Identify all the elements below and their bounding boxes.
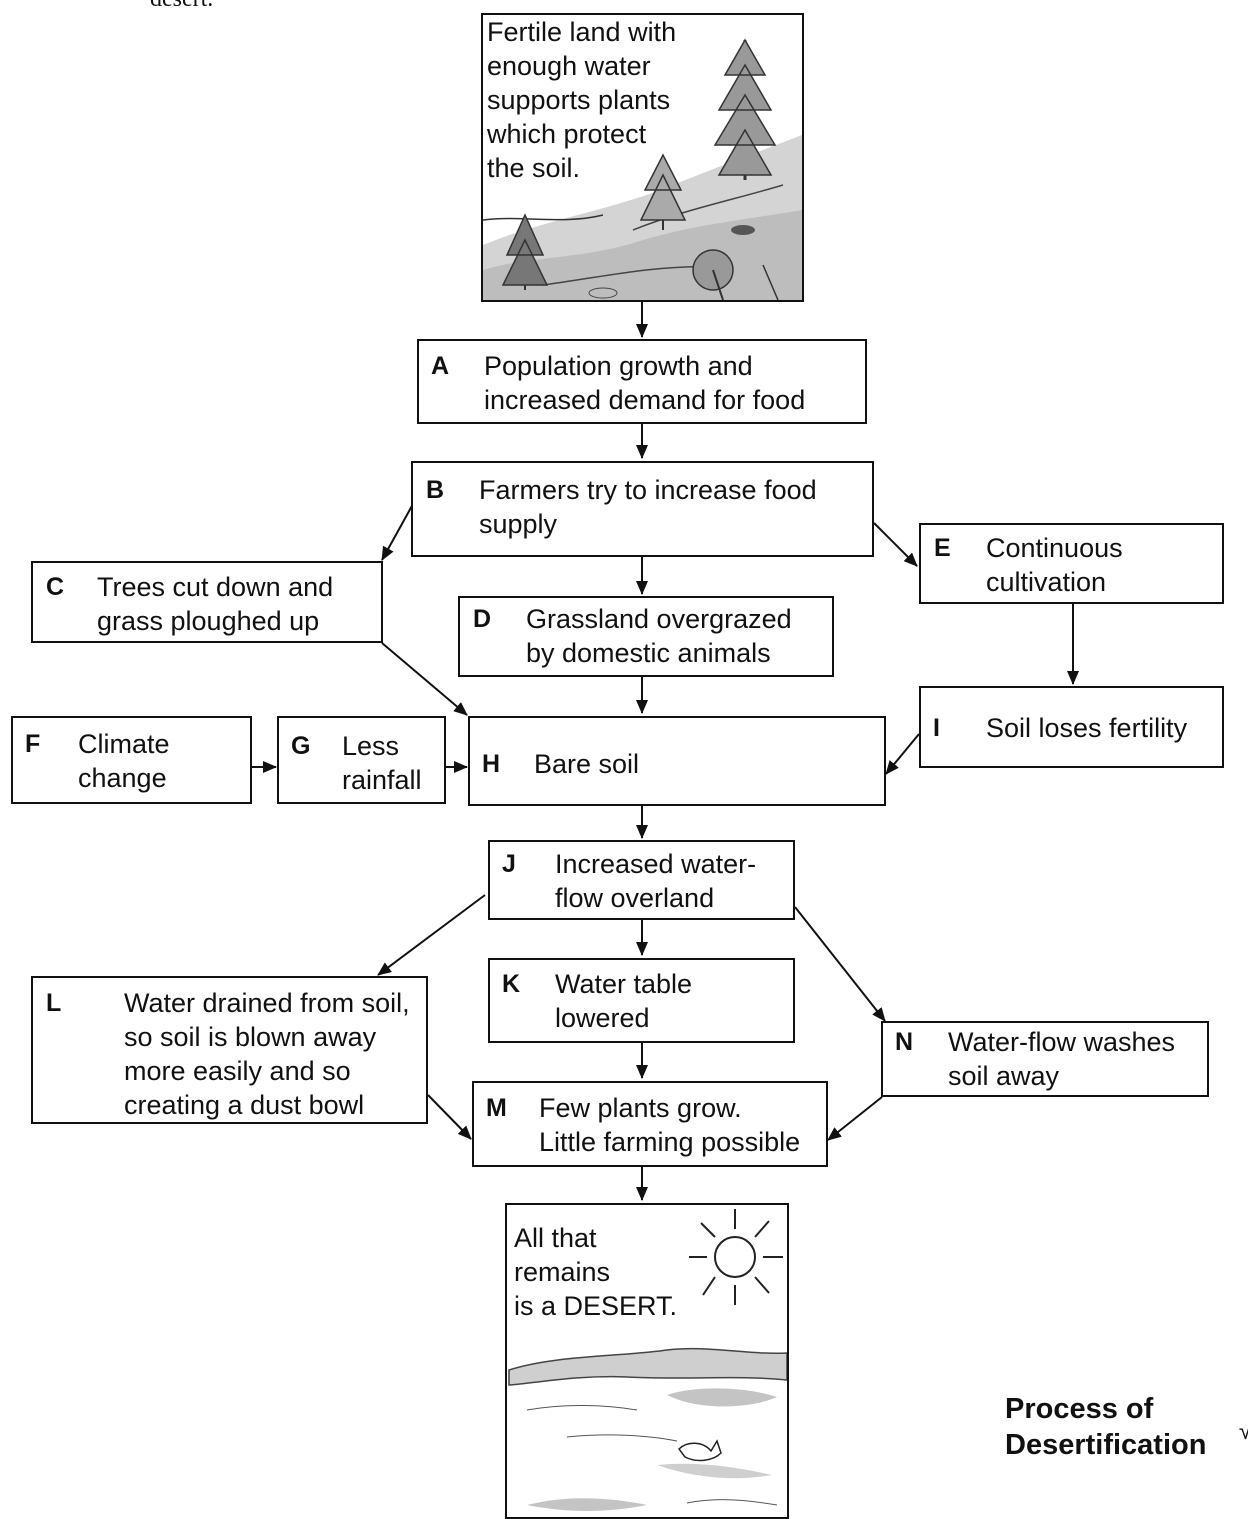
edge-B-E <box>873 522 918 567</box>
node-k-water-table-lowered: K Water table lowered <box>488 958 795 1043</box>
node-n-text: Water-flow washes soil away <box>948 1027 1176 1091</box>
node-f-climate-change: F Climate change <box>11 716 252 804</box>
margin-tick-mark: √ <box>1238 1418 1248 1445</box>
edge-B-C <box>381 503 414 561</box>
node-d-text: Grassland overgrazed by domestic animals <box>526 604 792 668</box>
node-d-overgrazed: D Grassland overgrazed by domestic anima… <box>458 596 834 677</box>
edge-J-N <box>794 906 886 1022</box>
node-m-text: Few plants grow. Little farming possible <box>539 1093 801 1157</box>
node-n-label: N <box>895 1028 914 1056</box>
node-n-water-washes-soil: N Water-flow washes soil away <box>881 1021 1209 1097</box>
edge-N-M <box>827 1096 883 1141</box>
node-m-label: M <box>486 1094 507 1122</box>
node-b-text: Farmers try to increase food supply <box>479 475 817 539</box>
node-a-label: A <box>431 352 450 380</box>
node-l-water-drained: L Water drained from soil, so soil is bl… <box>31 976 428 1124</box>
node-b-farmers: B Farmers try to increase food supply <box>411 461 874 557</box>
node-b-label: B <box>426 476 445 504</box>
node-h-bare-soil: H Bare soil <box>468 716 886 806</box>
node-d-label: D <box>473 605 492 633</box>
start-text: Fertile land with enough water supports … <box>487 17 677 183</box>
node-f-label: F <box>25 730 41 758</box>
node-j-label: J <box>502 850 516 878</box>
node-l-text: Water drained from soil, so soil is blow… <box>124 988 410 1120</box>
node-a-population-growth: A Population growth and increased demand… <box>417 339 867 424</box>
node-end-desert: All that remains is a DESERT. <box>505 1203 789 1519</box>
node-c-label: C <box>46 573 65 601</box>
node-i-text: Soil loses fertility <box>986 713 1188 743</box>
node-i-label: I <box>933 714 940 742</box>
node-j-increased-water-flow: J Increased water- flow overland <box>488 840 795 920</box>
node-g-label: G <box>291 732 311 760</box>
node-l-label: L <box>46 989 62 1017</box>
node-f-text: Climate change <box>78 729 170 793</box>
node-start-fertile-land: Fertile land with enough water supports … <box>481 13 804 302</box>
node-e-continuous-cultivation: E Continuous cultivation <box>919 523 1224 604</box>
node-c-trees-cut: C Trees cut down and grass ploughed up <box>31 561 383 643</box>
node-g-less-rainfall: G Less rainfall <box>277 716 446 804</box>
edge-I-H <box>885 733 920 775</box>
fertile-landscape-illustration <box>483 38 802 300</box>
node-i-soil-loses-fertility: I Soil loses fertility <box>919 686 1224 768</box>
node-a-text: Population growth and increased demand f… <box>484 351 806 415</box>
node-c-text: Trees cut down and grass ploughed up <box>97 572 334 636</box>
node-j-text: Increased water- flow overland <box>555 849 757 913</box>
top-cut-text: desert. <box>150 0 213 14</box>
node-g-text: Less rainfall <box>342 731 422 795</box>
node-m-few-plants: M Few plants grow. Little farming possib… <box>472 1081 828 1167</box>
desert-illustration <box>508 1209 787 1511</box>
end-text: All that remains is a DESERT. <box>514 1223 678 1321</box>
edge-C-H <box>381 642 468 716</box>
edge-L-M <box>427 1094 472 1140</box>
diagram-caption: Process of Desertification <box>1005 1393 1207 1461</box>
node-e-text: Continuous cultivation <box>986 533 1123 597</box>
node-k-text: Water table lowered <box>555 969 693 1033</box>
node-h-text: Bare soil <box>534 749 640 779</box>
node-h-label: H <box>482 750 501 778</box>
node-e-label: E <box>934 534 951 562</box>
edge-J-L <box>377 894 486 976</box>
node-k-label: K <box>502 970 521 998</box>
